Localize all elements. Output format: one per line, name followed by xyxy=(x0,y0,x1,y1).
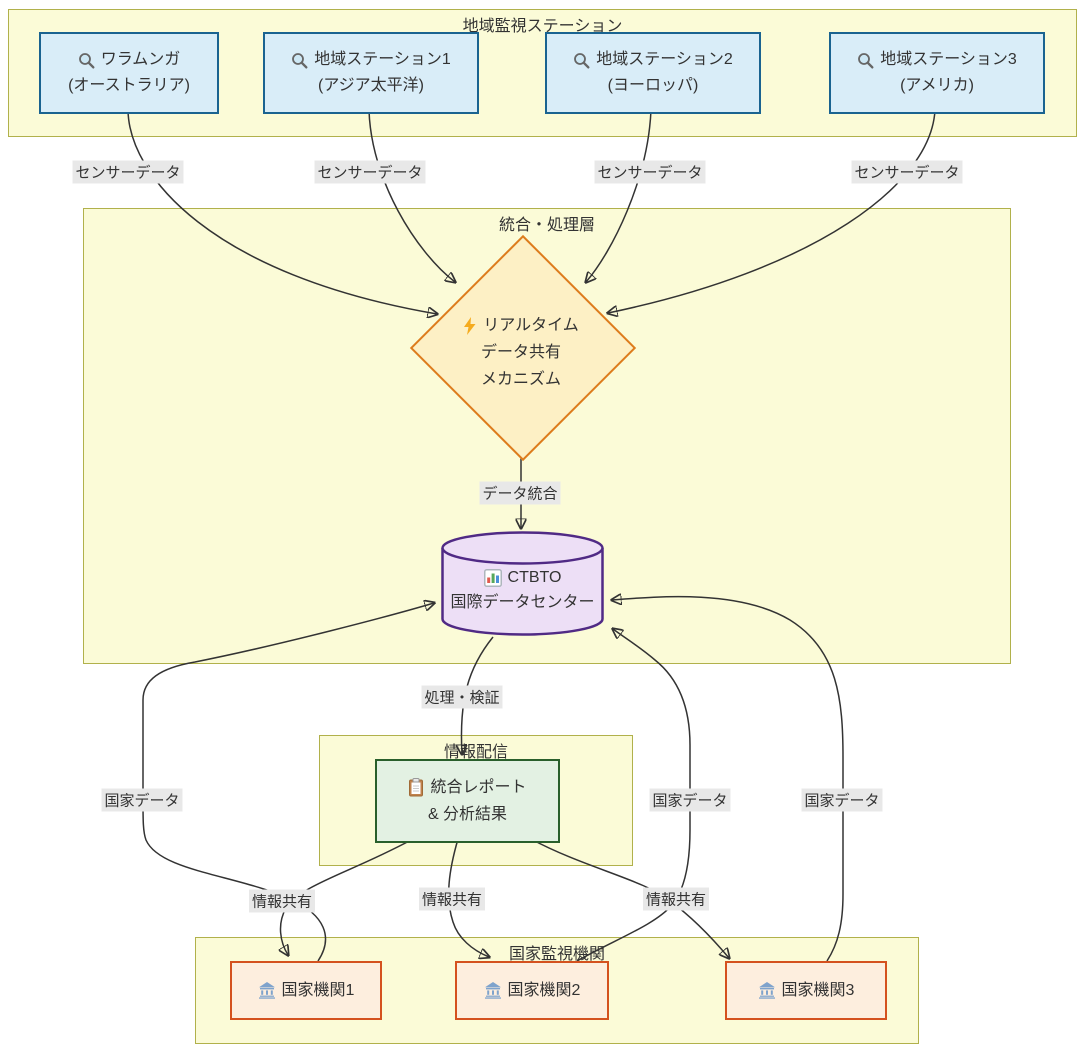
node-station1: 地域ステーション1 (アジア太平洋) xyxy=(263,32,479,114)
clipboard-icon xyxy=(408,778,424,797)
building-icon xyxy=(758,982,776,999)
node-station3-line1: 地域ステーション3 xyxy=(880,51,1017,68)
edge-sensor2 xyxy=(368,109,455,282)
node-realtime-mechanism: リアルタイム データ共有 メカニズム xyxy=(441,312,601,393)
edge-label-sensor1: センサーデータ xyxy=(72,160,184,184)
subgraph-regional-title: 地域監視ステーション xyxy=(462,18,623,35)
building-icon xyxy=(484,982,502,999)
edge-label-data-integration: データ統合 xyxy=(479,481,561,505)
node-integrated-report: 統合レポート & 分析結果 xyxy=(375,759,560,843)
edge-national-data2 xyxy=(576,629,691,962)
node-realtime-line1: リアルタイム xyxy=(483,317,579,334)
node-station1-line2: (アジア太平洋) xyxy=(317,77,425,94)
edge-label-info-share2: 情報共有 xyxy=(418,887,486,911)
node-report-line1: 統合レポート xyxy=(430,779,527,796)
node-realtime-line2: データ共有 xyxy=(480,344,561,361)
edge-label-sensor4: センサーデータ xyxy=(851,160,963,184)
magnifier-icon xyxy=(857,52,874,69)
edge-sensor1 xyxy=(127,109,437,314)
node-warramunga-line2: (オーストラリア) xyxy=(68,77,190,94)
node-station3-line2: (アメリカ) xyxy=(900,77,974,94)
edge-sensor4 xyxy=(608,109,936,313)
building-icon xyxy=(258,982,276,999)
node-station2-line2: (ヨーロッパ) xyxy=(607,77,699,94)
edge-label-sensor3: センサーデータ xyxy=(594,160,706,184)
edge-label-info-share1: 情報共有 xyxy=(248,889,316,913)
node-warramunga: ワラムンガ (オーストラリア) xyxy=(39,32,219,114)
node-report-line2: & 分析結果 xyxy=(427,806,508,823)
edge-national-data3 xyxy=(612,597,844,962)
edge-sensor3 xyxy=(586,109,652,282)
edge-label-processing-verification: 処理・検証 xyxy=(421,685,503,709)
magnifier-icon xyxy=(291,52,308,69)
bar-chart-icon xyxy=(483,568,502,587)
node-ctbto-idc: CTBTO 国際データセンター xyxy=(440,531,605,637)
node-station1-line1: 地域ステーション1 xyxy=(314,51,451,68)
lightning-icon xyxy=(463,316,477,335)
node-station2-line1: 地域ステーション2 xyxy=(596,51,733,68)
edge-info-share2 xyxy=(447,838,489,957)
magnifier-icon xyxy=(78,52,95,69)
subgraph-integration-title: 統合・処理層 xyxy=(498,217,595,234)
node-agency3-label: 国家機関3 xyxy=(781,981,855,999)
node-agency1: 国家機関1 xyxy=(230,961,382,1020)
node-ctbto-line1: CTBTO xyxy=(507,569,562,586)
node-station2: 地域ステーション2 (ヨーロッパ) xyxy=(545,32,761,114)
node-warramunga-line1: ワラムンガ xyxy=(100,51,181,68)
node-agency2: 国家機関2 xyxy=(455,961,609,1020)
edge-label-national-data3: 国家データ xyxy=(801,788,883,812)
node-agency3: 国家機関3 xyxy=(725,961,887,1020)
magnifier-icon xyxy=(573,52,590,69)
node-agency1-label: 国家機関1 xyxy=(281,981,355,999)
edge-label-national-data1: 国家データ xyxy=(101,788,183,812)
node-ctbto-line2: 国際データセンター xyxy=(450,594,595,611)
cylinder-shape xyxy=(441,531,604,636)
edge-label-sensor2: センサーデータ xyxy=(314,160,426,184)
node-realtime-line3: メカニズム xyxy=(480,371,561,388)
node-station3: 地域ステーション3 (アメリカ) xyxy=(829,32,1045,114)
edge-label-info-share3: 情報共有 xyxy=(642,887,710,911)
node-agency2-label: 国家機関2 xyxy=(507,981,581,999)
edge-label-national-data2: 国家データ xyxy=(649,788,731,812)
